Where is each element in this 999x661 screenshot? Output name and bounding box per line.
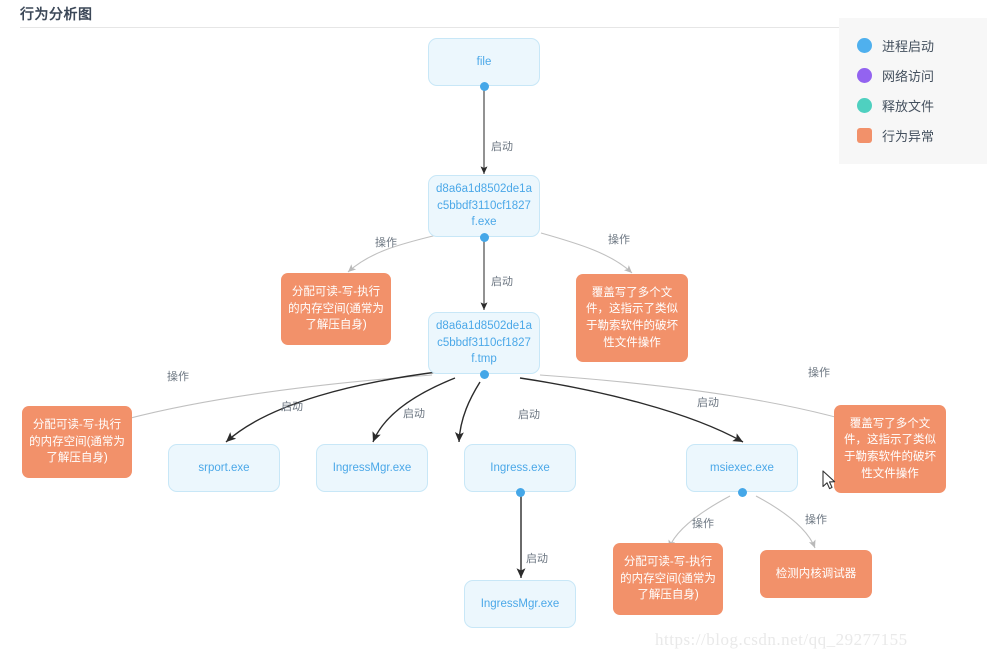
node-label: 覆盖写了多个文件，这指示了类似于勒索软件的破坏性文件操作 xyxy=(844,417,936,480)
edge-tmp-to-srport xyxy=(225,371,438,443)
edge-label-start: 启动 xyxy=(526,553,548,565)
node-label: 检测内核调试器 xyxy=(775,567,857,580)
node-label: srport.exe xyxy=(198,461,250,474)
node-tmp-hash[interactable]: d8a6a1d8502de1ac5bbdf3110cf1827f.tmp xyxy=(428,312,540,374)
graph-edges xyxy=(79,86,889,578)
node-label: file xyxy=(476,55,492,68)
mouse-cursor-icon xyxy=(822,470,836,490)
node-label: Ingress.exe xyxy=(490,461,550,474)
legend-item-network-access[interactable]: 网络访问 xyxy=(839,60,987,90)
node-label: 分配可读-写-执行的内存空间(通常为了解压自身) xyxy=(29,418,125,465)
title-divider xyxy=(20,27,979,28)
edge-label-operate: 操作 xyxy=(608,234,630,246)
node-label: d8a6a1d8502de1ac5bbdf3110cf1827f.exe xyxy=(436,182,532,229)
edge-label-operate: 操作 xyxy=(805,514,827,526)
legend-item-process-start[interactable]: 进程启动 xyxy=(839,30,987,60)
node-overwrite-files[interactable]: 覆盖写了多个文件，这指示了类似于勒索软件的破坏性文件操作 xyxy=(834,405,946,493)
node-file[interactable]: file xyxy=(428,38,540,86)
node-label: IngressMgr.exe xyxy=(332,461,412,474)
node-rwx-memory[interactable]: 分配可读-写-执行的内存空间(通常为了解压自身) xyxy=(613,543,723,615)
node-label: d8a6a1d8502de1ac5bbdf3110cf1827f.tmp xyxy=(436,319,532,366)
node-ingressmgr-exe-bottom[interactable]: IngressMgr.exe xyxy=(464,580,576,628)
node-label: IngressMgr.exe xyxy=(480,597,560,610)
node-anchor-dot xyxy=(480,370,489,379)
edge-label-start: 启动 xyxy=(491,276,513,288)
legend-item-release-file[interactable]: 释放文件 xyxy=(839,90,987,120)
edge-tmp-to-ingress xyxy=(454,381,481,443)
node-rwx-memory[interactable]: 分配可读-写-执行的内存空间(通常为了解压自身) xyxy=(281,273,391,345)
node-exe-hash[interactable]: d8a6a1d8502de1ac5bbdf3110cf1827f.exe xyxy=(428,175,540,237)
node-anchor-dot xyxy=(480,82,489,91)
legend-item-abnormal-behavior[interactable]: 行为异常 xyxy=(839,120,987,150)
node-label: msiexec.exe xyxy=(710,461,774,474)
page-title: 行为分析图 xyxy=(20,6,93,22)
edge-exe-to-overwrite xyxy=(540,232,633,274)
node-ingressmgr-exe[interactable]: IngressMgr.exe xyxy=(316,444,428,492)
node-anchor-dot xyxy=(516,488,525,497)
node-overwrite-files[interactable]: 覆盖写了多个文件，这指示了类似于勒索软件的破坏性文件操作 xyxy=(576,274,688,362)
legend-label: 进程启动 xyxy=(882,38,935,54)
edge-label-start: 启动 xyxy=(403,408,425,420)
edge-label-start: 启动 xyxy=(697,397,719,409)
node-srport-exe[interactable]: srport.exe xyxy=(168,444,280,492)
legend-label: 释放文件 xyxy=(882,98,935,114)
edge-label-start: 启动 xyxy=(281,401,303,413)
legend-swatch-circle-icon xyxy=(857,67,872,83)
legend-swatch-circle-icon xyxy=(857,37,872,53)
node-anchor-dot xyxy=(480,233,489,242)
edge-msiexec-to-rwx xyxy=(668,495,731,549)
node-label: 覆盖写了多个文件，这指示了类似于勒索软件的破坏性文件操作 xyxy=(586,286,678,349)
legend: 进程启动 网络访问 释放文件 行为异常 xyxy=(839,18,987,164)
edge-tmp-to-rwx-left xyxy=(79,374,433,434)
edge-label-operate: 操作 xyxy=(692,518,714,530)
legend-label: 行为异常 xyxy=(882,128,935,144)
node-anchor-dot xyxy=(738,488,747,497)
edge-label-operate: 操作 xyxy=(375,237,397,249)
edge-label-operate: 操作 xyxy=(167,371,189,383)
node-kernel-debugger[interactable]: 检测内核调试器 xyxy=(760,550,872,598)
edge-tmp-to-msiexec xyxy=(519,377,744,443)
edge-label-start: 启动 xyxy=(491,141,513,153)
graph-canvas[interactable]: 启动 操作 操作 启动 操作 操作 启动 启动 启动 启动 启动 操作 操作 f… xyxy=(0,30,999,661)
legend-swatch-circle-icon xyxy=(857,97,872,113)
legend-swatch-square-icon xyxy=(857,127,872,143)
node-msiexec-exe[interactable]: msiexec.exe xyxy=(686,444,798,492)
edge-exe-to-rwx xyxy=(347,234,438,273)
node-ingress-exe[interactable]: Ingress.exe xyxy=(464,444,576,492)
node-rwx-memory[interactable]: 分配可读-写-执行的内存空间(通常为了解压自身) xyxy=(22,406,132,478)
legend-label: 网络访问 xyxy=(882,68,935,84)
watermark: https://blog.csdn.net/qq_29277155 xyxy=(655,630,908,649)
node-label: 分配可读-写-执行的内存空间(通常为了解压自身) xyxy=(288,285,384,332)
edge-label-start: 启动 xyxy=(518,409,540,421)
edge-tmp-to-ingressmgr xyxy=(372,377,456,443)
edge-msiexec-to-kernel-debugger xyxy=(755,495,816,549)
node-label: 分配可读-写-执行的内存空间(通常为了解压自身) xyxy=(620,555,716,602)
edge-label-operate: 操作 xyxy=(808,367,830,379)
